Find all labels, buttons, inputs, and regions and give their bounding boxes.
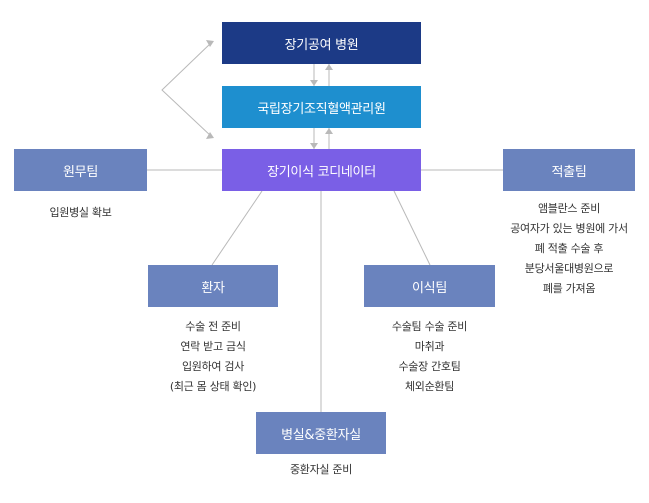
description-line: 수술팀 수술 준비: [391, 320, 468, 333]
description-line: 연락 받고 금식: [180, 340, 246, 353]
wonmu-description: 입원병실 확보: [14, 203, 147, 223]
node-donor-hospital: 장기공여 병원: [222, 22, 421, 64]
node-coordinator-label: 장기이식 코디네이터: [267, 164, 376, 180]
node-ward: 병실&중환자실: [256, 412, 386, 454]
description-line: 중환자실 준비: [289, 463, 353, 476]
bracket-line: [161, 41, 213, 138]
node-wonmu-label: 원무팀: [63, 164, 98, 180]
node-isik-label: 이식팀: [412, 280, 447, 296]
node-wonmu-team: 원무팀: [14, 149, 147, 191]
node-konos-label: 국립장기조직혈액관리원: [257, 101, 386, 117]
description-line: 분당서울대병원으로: [524, 262, 614, 275]
node-patient: 환자: [148, 265, 278, 307]
description-line: 마취과: [414, 340, 445, 353]
node-jeokchul-label: 적출팀: [551, 164, 587, 180]
node-ward-label: 병실&중환자실: [281, 427, 361, 443]
bracket-arrowhead-bottom: [206, 132, 214, 139]
patient-description: 수술 전 준비 연락 받고 금식 입원하여 검사 (최근 몸 상태 확인): [143, 317, 283, 397]
arrowhead-up-2: [325, 128, 333, 134]
description-line: 앰블란스 준비: [537, 202, 601, 215]
description-line: 수술장 간호팀: [398, 360, 461, 373]
node-jeokchul-team: 적출팀: [503, 149, 635, 191]
description-line: 입원하여 검사: [181, 360, 245, 373]
connector-isik: [393, 190, 431, 266]
node-konos: 국립장기조직혈액관리원: [222, 86, 421, 128]
connector-patient: [211, 190, 263, 266]
description-line: 체외순환팀: [404, 380, 455, 393]
description-line: 수술 전 준비: [185, 320, 241, 333]
node-donor-hospital-label: 장기공여 병원: [284, 37, 359, 53]
description-line: 입원병실 확보: [49, 206, 112, 219]
arrowhead-down-2: [310, 143, 318, 149]
arrowhead-up-1: [325, 64, 333, 70]
isik-description: 수술팀 수술 준비 마취과 수술장 간호팀 체외순환팀: [359, 317, 500, 397]
arrowhead-down-1: [310, 80, 318, 86]
description-line: 폐 적출 수술 후: [534, 242, 604, 255]
bracket-arrowhead-top: [206, 40, 214, 47]
jeokchul-description: 앰블란스 준비 공여자가 있는 병원에 가서 폐 적출 수술 후 분당서울대병원…: [488, 199, 649, 299]
node-coordinator: 장기이식 코디네이터: [222, 149, 421, 191]
ward-description: 중환자실 준비: [251, 460, 391, 480]
description-line: 폐를 가져옴: [542, 282, 596, 295]
description-line: 공여자가 있는 병원에 가서: [510, 222, 628, 235]
node-isik-team: 이식팀: [364, 265, 495, 307]
description-line: (최근 몸 상태 확인): [169, 380, 257, 393]
node-patient-label: 환자: [201, 280, 225, 296]
